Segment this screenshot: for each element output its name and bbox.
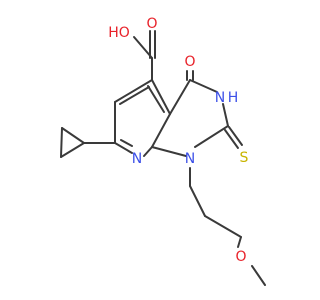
bond-c7-n8 <box>114 142 133 154</box>
bond-c2-n1 <box>194 125 229 148</box>
bond-n1-c8a <box>151 146 187 157</box>
bond-c4-nh <box>189 79 218 93</box>
bond-c7-n8-inner <box>120 139 133 147</box>
bond-c4a-c5 <box>151 79 171 115</box>
bond-c5-c6 <box>114 79 153 103</box>
molecule-structure: HO O O N H N N S O <box>60 16 266 286</box>
bond-nh-c2 <box>222 103 229 127</box>
bond-cyclopropyl-3 <box>60 127 63 158</box>
bond-c8a-c4a <box>151 113 171 148</box>
bond-lines <box>60 30 266 286</box>
bond-cyclopropyl-2 <box>61 127 85 144</box>
bond-o-ch3 <box>251 265 266 286</box>
bond-n8-c8a <box>143 146 153 157</box>
bond-c2-s-a <box>228 126 243 146</box>
carboxyl-oxygen-label: O <box>146 16 157 32</box>
thione-sulfur-label: S <box>240 150 249 166</box>
amide-nitrogen-label: N <box>215 90 225 106</box>
atom-labels: HO O O N H N N S O <box>108 16 248 265</box>
amide-hydrogen-label: H <box>228 90 239 106</box>
bond-ch2-ch2b <box>204 215 242 238</box>
ether-oxygen-label: O <box>235 249 246 265</box>
bond-c5-c6-inner <box>119 86 150 105</box>
hydroxyl-label: HO <box>108 25 130 41</box>
pyridine-nitrogen-label: N <box>132 151 142 167</box>
bond-c4a-c5-inner <box>147 85 165 113</box>
bond-c4a-c4 <box>169 79 191 115</box>
ring-nitrogen-label: N <box>185 151 195 167</box>
bond-cyclopropyl-1 <box>60 142 85 158</box>
bond-c2-s-b <box>224 129 239 149</box>
bond-ch2-o <box>237 236 242 248</box>
bond-ch2-ch2 <box>189 185 206 217</box>
ketone-oxygen-label: O <box>184 54 195 70</box>
